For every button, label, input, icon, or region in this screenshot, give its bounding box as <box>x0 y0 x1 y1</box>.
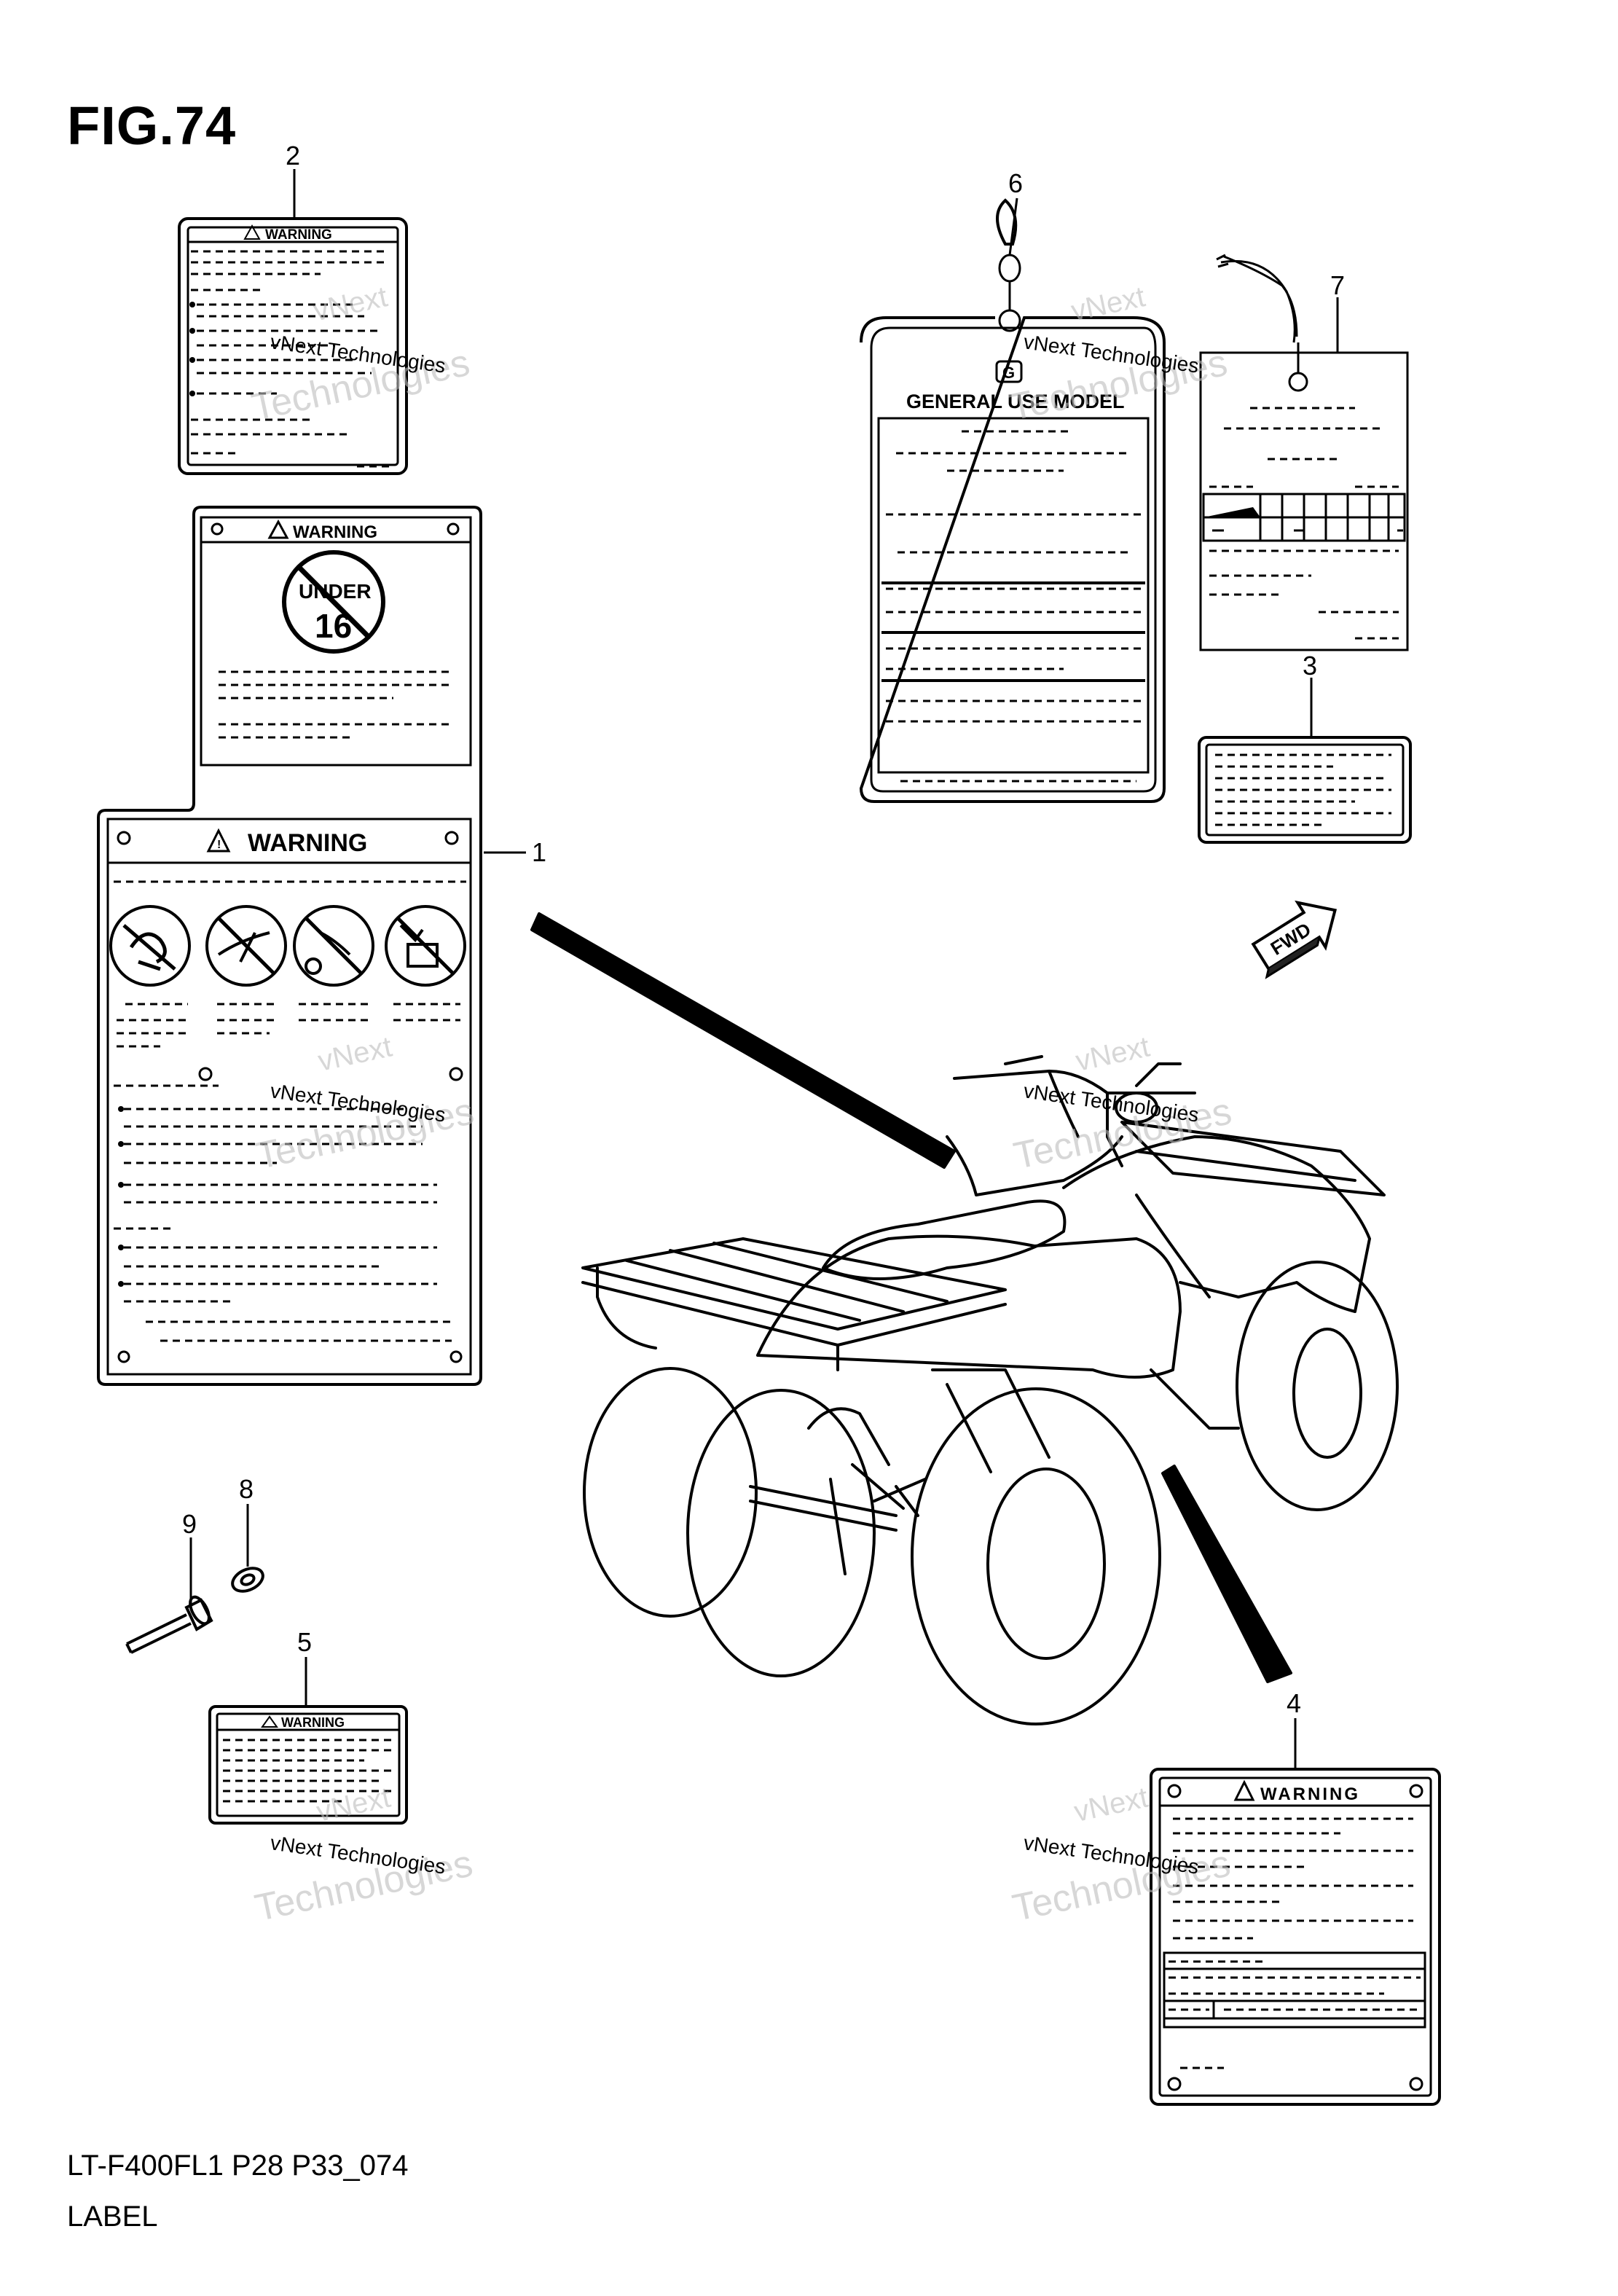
figure-caption: LABEL <box>67 2201 158 2233</box>
callout-5: 5 <box>297 1627 312 1657</box>
callout-4: 4 <box>1287 1688 1301 1718</box>
label-4: WARNING <box>1150 1768 1441 2106</box>
label-5-heading: WARNING <box>281 1715 345 1730</box>
watermark-captions: vNext Technologies vNext Technologies vN… <box>269 330 1200 1878</box>
under-text: UNDER <box>299 580 372 603</box>
tag-letter: G <box>1002 364 1015 382</box>
watermark-text: vNext <box>1068 281 1147 327</box>
label-3 <box>1198 736 1412 844</box>
figure-title: FIG.74 <box>67 95 237 156</box>
label-1: WARNING UNDER 16 ! WARNING <box>97 506 482 1386</box>
label-2-heading: WARNING <box>265 227 332 243</box>
label-1-top-heading: WARNING <box>293 522 377 542</box>
watermark-text: vNext <box>314 1782 393 1828</box>
callout-3: 3 <box>1303 651 1317 681</box>
callout-9: 9 <box>182 1509 197 1539</box>
model-code: LT-F400FL1 P28 P33_074 <box>67 2150 409 2182</box>
svg-text:!: ! <box>217 839 221 851</box>
watermark-text: vNext <box>315 1031 395 1078</box>
callouts: 2 1 6 7 3 4 5 8 9 <box>182 141 1345 1769</box>
callout-2: 2 <box>286 141 300 171</box>
label-6: G GENERAL USE MODEL <box>859 198 1166 803</box>
label-4-heading: WARNING <box>1260 1784 1360 1804</box>
watermark-text: vNext <box>1073 1031 1152 1078</box>
atv-drawing <box>530 912 1399 1725</box>
label-7 <box>1199 254 1409 651</box>
label-1-heading: WARNING <box>248 829 367 857</box>
age-text: 16 <box>315 607 352 645</box>
callout-6: 6 <box>1008 168 1023 198</box>
callout-1: 1 <box>532 837 546 867</box>
label-2: WARNING <box>178 217 408 475</box>
watermark-text: vNext <box>1072 1782 1151 1828</box>
callout-7: 7 <box>1330 270 1345 300</box>
general-use-model-text: GENERAL USE MODEL <box>906 391 1125 412</box>
part-9-rivet <box>125 1595 213 1654</box>
part-8-washer <box>231 1567 264 1593</box>
label-5: WARNING <box>208 1705 408 1825</box>
fwd-arrow-icon: FWD <box>1251 900 1338 979</box>
watermark-text: vNext <box>310 281 390 327</box>
callout-8: 8 <box>239 1474 254 1504</box>
pictogram-row <box>109 905 466 987</box>
